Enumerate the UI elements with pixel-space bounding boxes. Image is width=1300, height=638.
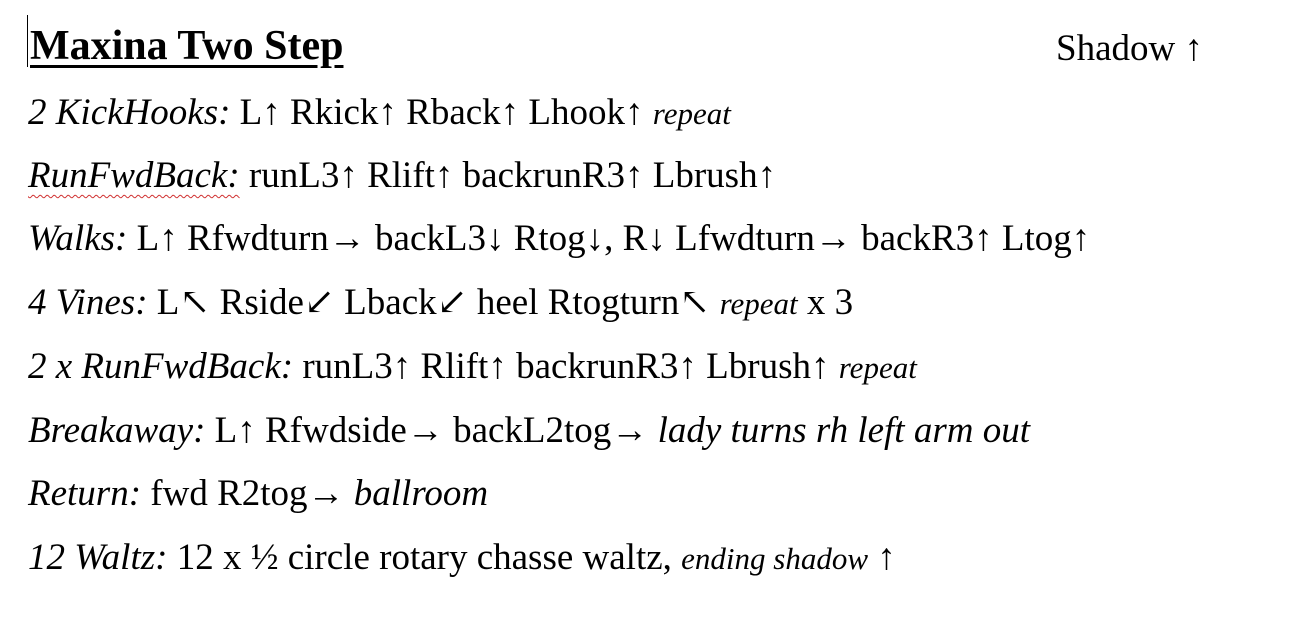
dance-line-kickhooks: 2 KickHooks: L↑ Rkick↑ Rback↑ Lhook↑ rep… <box>28 90 731 137</box>
dance-line-walks: Walks: L↑ Rfwdturn→ backL3↓ Rtog↓, R↓ Lf… <box>28 216 1090 262</box>
step-note: repeat <box>838 350 917 385</box>
dance-line-return: Return: fwd R2tog→ ballroom <box>28 471 488 517</box>
figure-name: Breakaway: <box>28 410 206 451</box>
step-suffix: ↑ <box>877 537 896 578</box>
figure-name: 4 Vines: <box>28 282 148 323</box>
step-suffix: x 3 <box>806 282 854 323</box>
step-note: ending shadow <box>681 541 869 576</box>
dance-line-runfwdback: RunFwdBack: runL3↑ Rlift↑ backrunR3↑ Lbr… <box>28 153 776 199</box>
step-sequence: runL3↑ Rlift↑ backrunR3↑ Lbrush↑ <box>302 346 830 387</box>
dance-line-waltz: 12 Waltz: 12 x ½ circle rotary chasse wa… <box>28 535 896 582</box>
figure-name: 2 KickHooks: <box>28 92 231 133</box>
step-sequence: L↑ Rfwdside→ backL2tog→ <box>214 410 649 451</box>
dance-line-vines: 4 Vines: L↖ Rside↙ Lback↙ heel Rtogturn↖… <box>28 280 853 327</box>
step-sequence: L↖ Rside↙ Lback↙ heel Rtogturn↖ <box>156 282 711 323</box>
step-sequence: runL3↑ Rlift↑ backrunR3↑ Lbrush↑ <box>248 155 777 196</box>
step-sequence: L↑ Rkick↑ Rback↑ Lhook↑ <box>239 92 644 133</box>
figure-name: Return: <box>28 473 142 514</box>
figure-name: 2 x RunFwdBack: <box>28 346 294 387</box>
step-note: lady turns rh left arm out <box>657 410 1030 451</box>
step-sequence: fwd R2tog→ <box>150 473 345 514</box>
step-note: repeat <box>652 96 731 131</box>
figure-name: RunFwdBack: <box>28 155 240 196</box>
step-note: ballroom <box>353 473 489 514</box>
step-note: repeat <box>719 286 798 321</box>
figure-name: Walks: <box>28 218 128 259</box>
step-sequence: L↑ Rfwdturn→ backL3↓ Rtog↓, R↓ Lfwdturn→… <box>136 218 1091 259</box>
step-sequence: 12 x ½ circle rotary chasse waltz, <box>176 537 672 578</box>
document-title: Maxina Two Step <box>30 23 344 69</box>
starting-position-label: Shadow ↑ <box>1056 28 1203 69</box>
dance-line-2x-runfwdback: 2 x RunFwdBack: runL3↑ Rlift↑ backrunR3↑… <box>28 344 917 391</box>
figure-name: 12 Waltz: <box>28 537 168 578</box>
text-cursor <box>27 15 28 67</box>
dance-line-breakaway: Breakaway: L↑ Rfwdside→ backL2tog→ lady … <box>28 408 1030 454</box>
